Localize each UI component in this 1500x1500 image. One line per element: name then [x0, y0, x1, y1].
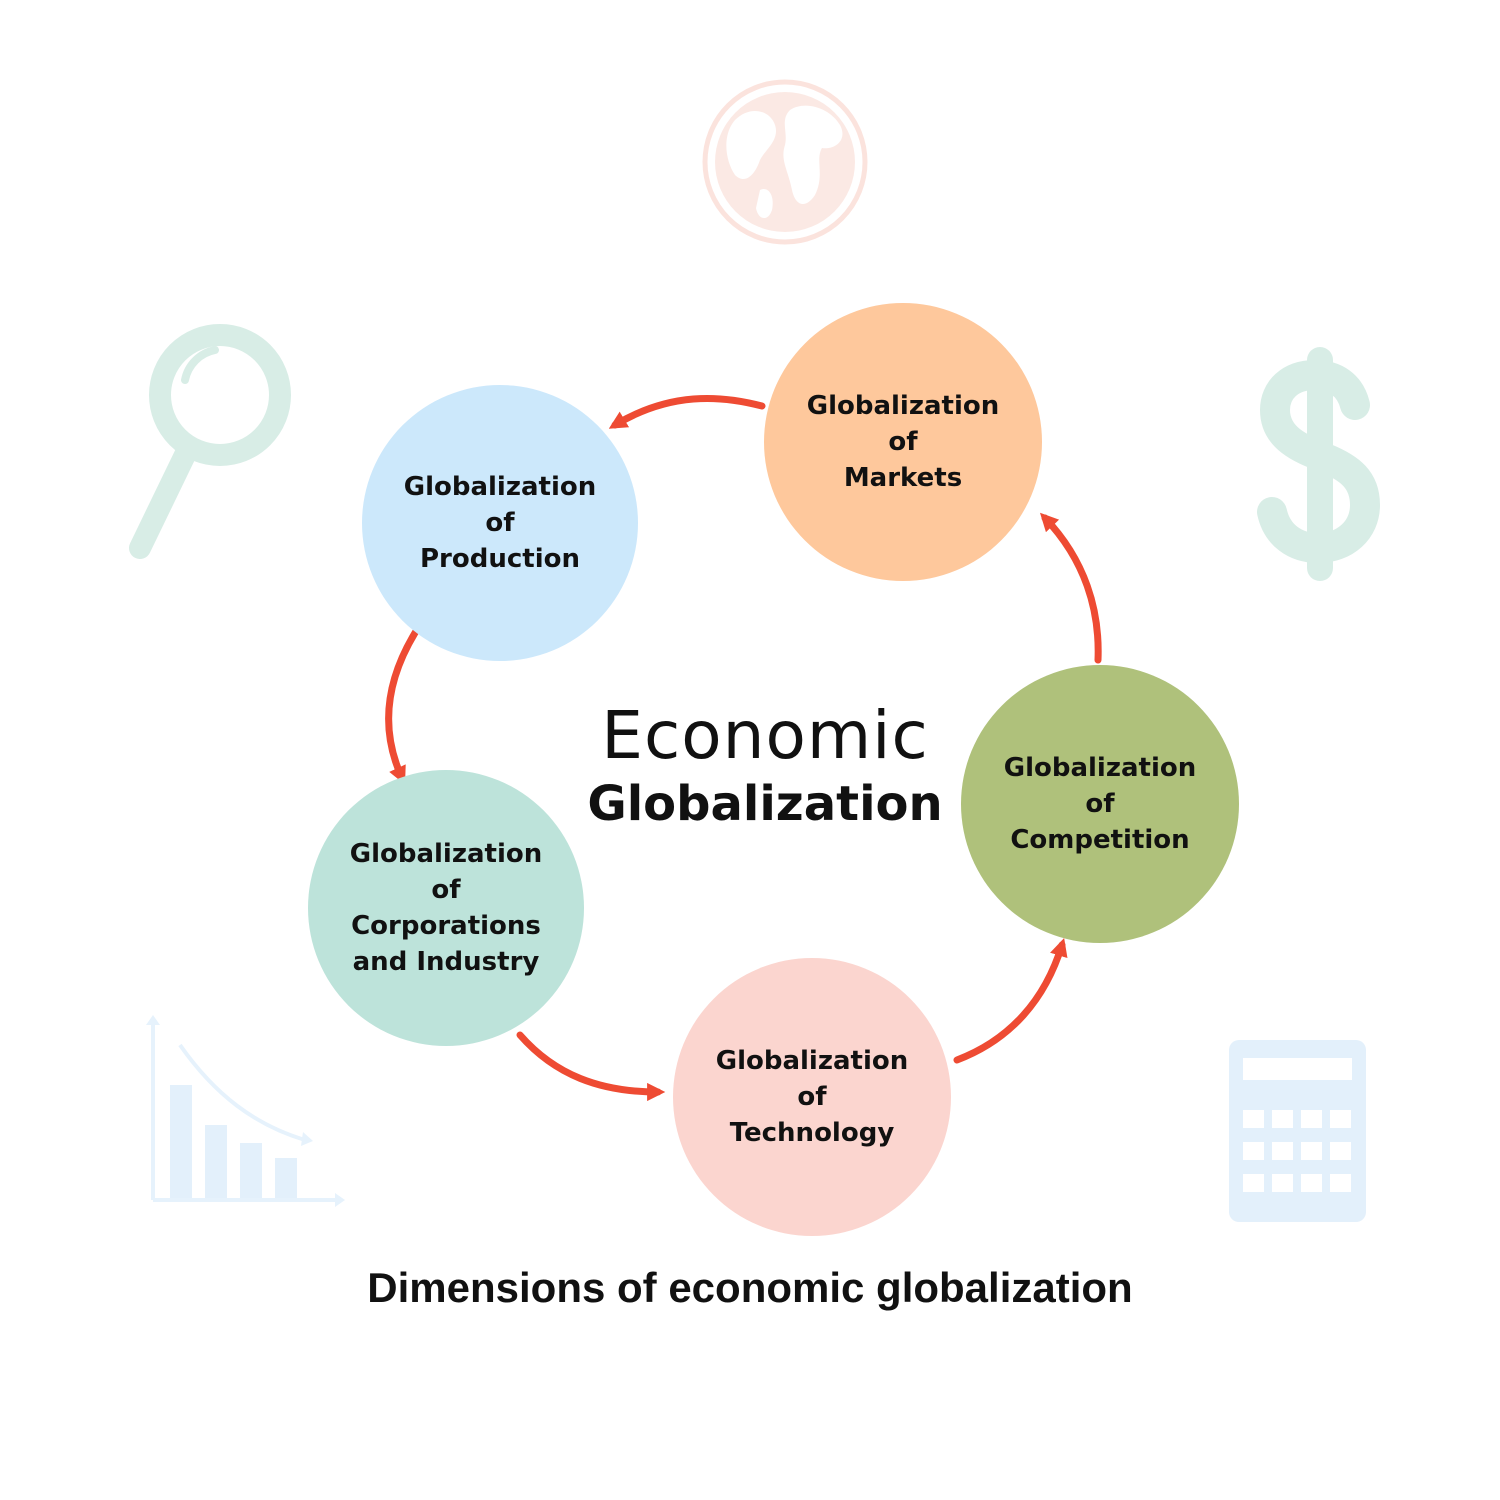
node-label-line: of — [485, 508, 515, 538]
node-globalization-of-technology: Globalization of Technology — [673, 958, 951, 1236]
center-title-line2: Globalization — [587, 776, 943, 832]
cycle-arrows — [385, 394, 1102, 1102]
bar-chart-icon — [146, 1015, 345, 1207]
arrow-corporations-to-technology — [516, 1031, 666, 1102]
arrow-production-to-corporations — [385, 624, 422, 785]
node-label-line: Markets — [843, 463, 963, 493]
node-globalization-of-markets: Globalization of Markets — [764, 303, 1042, 581]
magnifier-icon — [129, 324, 291, 559]
node-label-line: Technology — [729, 1118, 895, 1148]
node-label-line: Globalization — [806, 391, 1000, 421]
node-globalization-of-production: Globalization of Production — [362, 385, 638, 661]
node-label-line: of — [431, 875, 461, 905]
arrow-technology-to-competition — [953, 938, 1068, 1064]
diagram-caption: Dimensions of economic globalization — [367, 1264, 1133, 1311]
node-label-line: Globalization — [715, 1046, 909, 1076]
node-label-line: Competition — [1010, 825, 1190, 855]
node-globalization-of-corporations: Globalization of Corporations and Indust… — [308, 770, 584, 1046]
node-label-line: of — [1085, 789, 1115, 819]
node-label-line: Globalization — [349, 839, 543, 869]
arrow-markets-to-production — [608, 394, 766, 429]
center-title: Economic Globalization — [560, 696, 970, 832]
node-label-line: of — [797, 1082, 827, 1112]
node-label-line: Corporations — [351, 911, 541, 941]
node-label-line: of — [888, 427, 918, 457]
center-title-line1: Economic — [601, 697, 929, 774]
node-globalization-of-competition: Globalization of Competition — [961, 665, 1239, 943]
node-label-line: Globalization — [1003, 753, 1197, 783]
node-label-line: Globalization — [403, 472, 597, 502]
globe-icon — [702, 79, 868, 245]
calculator-icon — [1229, 1040, 1366, 1222]
node-label-line: and Industry — [352, 947, 540, 977]
arrow-competition-to-markets — [1039, 512, 1102, 664]
node-label-line: Production — [420, 544, 580, 574]
dollar-icon — [1257, 347, 1381, 581]
